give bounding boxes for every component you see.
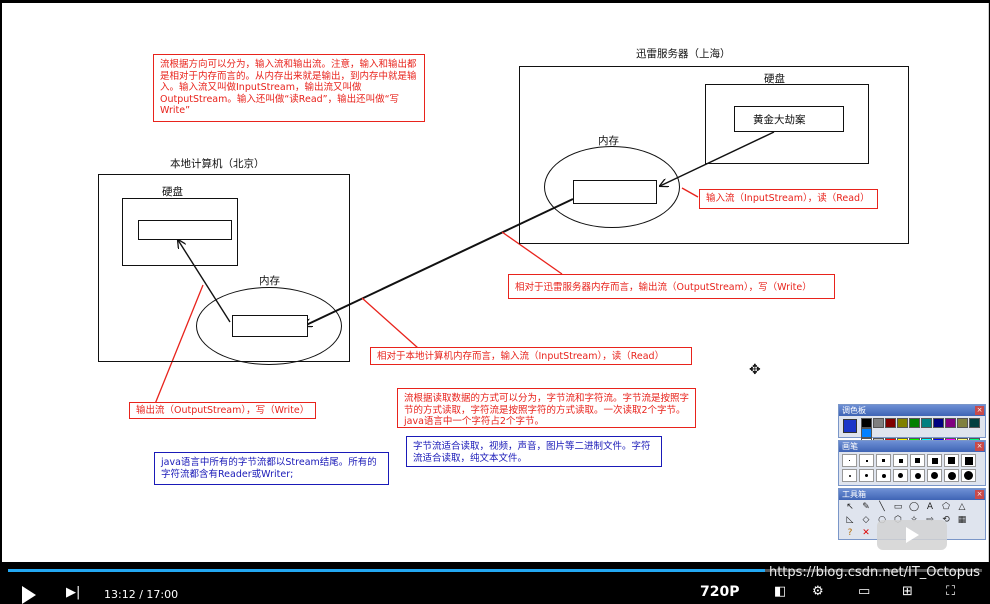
server-file-box: [734, 106, 844, 132]
server-memory-slot: [573, 180, 657, 204]
callout-pointer: [361, 297, 419, 349]
server-disk-label: 硬盘: [764, 73, 785, 85]
color-swatch[interactable]: [921, 418, 932, 428]
color-swatch[interactable]: [861, 418, 872, 428]
rect-tool-icon[interactable]: ▭: [893, 502, 903, 512]
brush-title: 画笔×: [839, 441, 985, 452]
brush-panel[interactable]: 画笔×: [838, 440, 986, 486]
cursor-tool-icon[interactable]: ↖: [846, 502, 854, 512]
video-control-bar: https://blog.csdn.net/IT_Octopus ▶| 13:1…: [0, 562, 990, 604]
brush-size-option[interactable]: [893, 469, 908, 482]
server-to-local-line: [304, 198, 574, 326]
text-tool-icon[interactable]: A: [926, 502, 934, 512]
note-read-method: 流根据读取数据的方式可以分为，字节流和字符流。字节流是按照字节的方式读取，字符流…: [397, 388, 696, 428]
color-swatch[interactable]: [945, 418, 956, 428]
note-local-input: 相对于本地计算机内存而言，输入流（InputStream），读（Read）: [370, 347, 692, 365]
brush-size-option[interactable]: [842, 454, 857, 467]
note-java-suffix: java语言中所有的字节流都以Stream结尾。所有的字符流都含有Reader或…: [154, 452, 389, 485]
rotate-tool-icon[interactable]: ⟲: [942, 515, 950, 525]
local-disk-box: [122, 198, 238, 266]
brush-size-option[interactable]: [961, 454, 976, 467]
brush-size-option[interactable]: [944, 454, 959, 467]
tool-grid: ↖✎╲▭◯A⬠△ ◺◇○⬡✧⇨⟲▦ ?✕: [839, 500, 985, 541]
brush-size-option[interactable]: [876, 454, 891, 467]
callout-pointer: [681, 187, 699, 198]
danmaku-icon[interactable]: ▭: [858, 584, 871, 599]
note-suitable-use: 字节流适合读取，视频，声音，图片等二进制文件。字符流适合读取，纯文本文件。: [406, 436, 662, 467]
server-memory-label: 内存: [598, 135, 619, 147]
color-swatch[interactable]: [885, 418, 896, 428]
ellipse-tool-icon[interactable]: ◯: [908, 502, 920, 512]
close-icon[interactable]: ×: [975, 442, 984, 451]
diamond-tool-icon[interactable]: ◇: [862, 515, 870, 525]
close-icon[interactable]: ×: [975, 406, 984, 415]
polygon-tool-icon[interactable]: ⬠: [942, 502, 950, 512]
play-overlay-icon[interactable]: [877, 520, 947, 550]
server-memory-ellipse: [544, 146, 680, 228]
toolbox-title: 工具箱×: [839, 489, 985, 500]
quality-button[interactable]: 720P: [700, 584, 740, 600]
brush-size-option[interactable]: [910, 454, 925, 467]
brush-size-option[interactable]: [859, 454, 874, 467]
close-icon[interactable]: ×: [975, 490, 984, 499]
server-box: [519, 66, 909, 244]
server-disk-to-memory-line: [660, 131, 775, 186]
palette-title: 调色板×: [839, 405, 985, 416]
brush-sizes: [839, 452, 985, 484]
callout-pointer: [501, 231, 563, 275]
color-swatch[interactable]: [909, 418, 920, 428]
toolbox-panel[interactable]: 工具箱× ↖✎╲▭◯A⬠△ ◺◇○⬡✧⇨⟲▦ ?✕: [838, 488, 986, 540]
line-tool-icon[interactable]: ╲: [879, 502, 885, 512]
angle-tool-icon[interactable]: ◺: [846, 515, 854, 525]
brush-size-option[interactable]: [876, 469, 891, 482]
move-cursor-icon: ✥: [749, 362, 761, 378]
play-button[interactable]: [22, 586, 36, 604]
palette-panel[interactable]: 调色板×: [838, 404, 986, 458]
local-memory-slot: [232, 315, 308, 337]
note-output-stream: 输出流（OutputStream），写（Write）: [129, 402, 316, 419]
color-swatch[interactable]: [969, 418, 980, 428]
delete-icon[interactable]: ✕: [862, 528, 870, 538]
progress-fill: [8, 569, 765, 572]
brush-size-option[interactable]: [927, 454, 942, 467]
color-swatch[interactable]: [897, 418, 908, 428]
server-disk-box: [705, 84, 869, 164]
settings-icon[interactable]: ⚙: [812, 584, 824, 599]
server-title: 迅雷服务器（上海）: [636, 48, 731, 60]
current-color-icon: [843, 419, 857, 433]
local-disk-file: [138, 220, 232, 240]
brush-size-option[interactable]: [893, 454, 908, 467]
local-memory-label: 内存: [259, 275, 280, 287]
color-swatch[interactable]: [861, 428, 872, 438]
brush-size-option[interactable]: [859, 469, 874, 482]
volume-icon[interactable]: ◧: [774, 584, 787, 599]
note-server-output: 相对于迅雷服务器内存而言，输出流（OutputStream），写（Write）: [508, 274, 835, 299]
server-file-name: 黄金大劫案: [753, 114, 806, 126]
color-swatch[interactable]: [873, 418, 884, 428]
fullscreen-icon[interactable]: ⛶: [946, 584, 956, 599]
callout-pointer: [154, 284, 204, 405]
local-memory-ellipse: [196, 287, 342, 365]
time-display: 13:12 / 17:00: [104, 588, 179, 601]
watermark: https://blog.csdn.net/IT_Octopus: [768, 565, 980, 580]
background-tool-icon[interactable]: ▦: [957, 515, 967, 525]
color-swatch[interactable]: [957, 418, 968, 428]
widescreen-icon[interactable]: ⊞: [902, 584, 913, 599]
brush-size-option[interactable]: [910, 469, 925, 482]
note-input-stream: 输入流（InputStream），读（Read）: [699, 189, 878, 209]
brush-size-option[interactable]: [927, 469, 942, 482]
note-stream-direction: 流根据方向可以分为，输入流和输出流。注意，输入和输出都是相对于内存而言的。从内存…: [153, 54, 425, 122]
triangle-tool-icon[interactable]: △: [958, 502, 966, 512]
brush-size-option[interactable]: [961, 469, 976, 482]
local-computer-box: [98, 174, 350, 362]
brush-size-option[interactable]: [842, 469, 857, 482]
brush-size-option[interactable]: [944, 469, 959, 482]
local-computer-title: 本地计算机（北京）: [170, 158, 265, 170]
pen-tool-icon[interactable]: ✎: [862, 502, 870, 512]
color-swatch[interactable]: [933, 418, 944, 428]
local-disk-label: 硬盘: [162, 186, 183, 198]
help-icon[interactable]: ?: [847, 528, 853, 538]
